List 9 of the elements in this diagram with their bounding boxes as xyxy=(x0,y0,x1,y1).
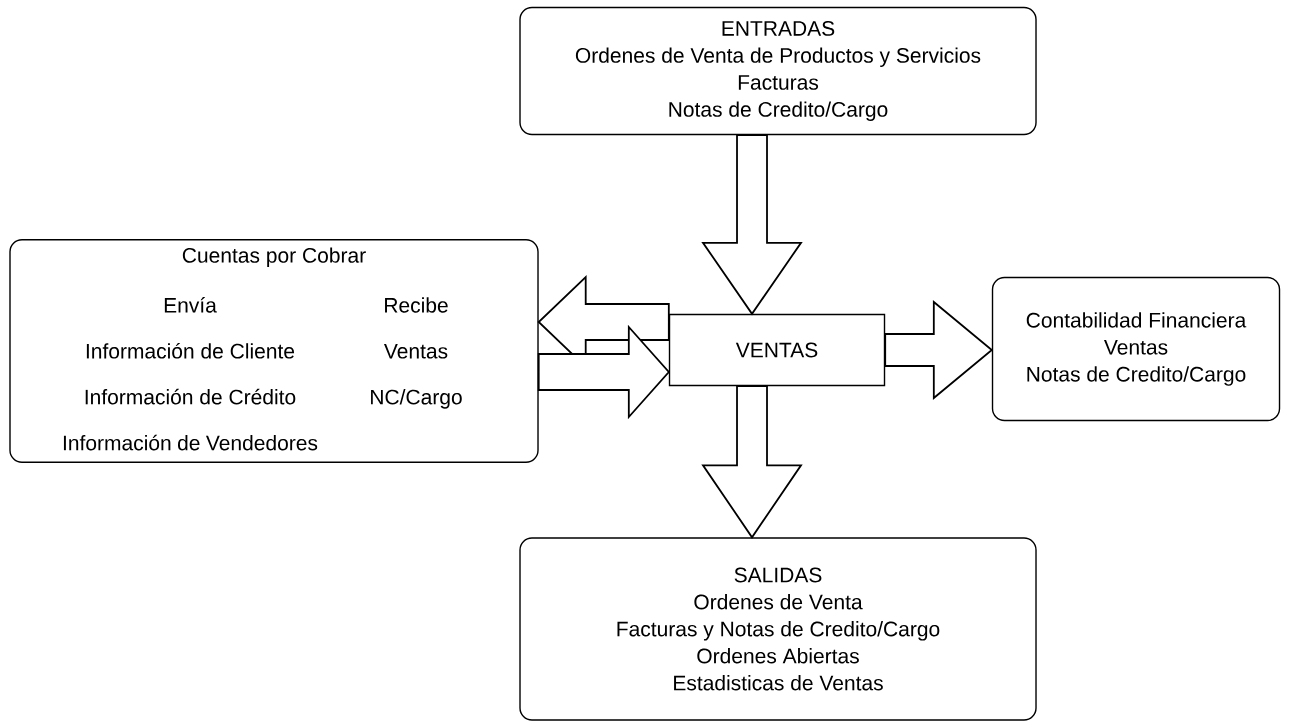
process-box: VENTAS xyxy=(668,313,886,387)
block-arrow xyxy=(537,324,670,420)
block-arrow xyxy=(884,300,994,400)
block-arrow xyxy=(701,385,803,539)
process-box: ENTRADAS Ordenes de Venta de Productos y Servicios Facturas Notas de Credito/Cargo xyxy=(519,6,1037,136)
block-arrow xyxy=(701,134,803,316)
process-box: Cuentas por Cobrar Envía Recibe Información de Cliente Ventas Información de Crédito NC/Cargo Información de Vendedores xyxy=(9,239,539,463)
process-box: Contabilidad Financiera Ventas Notas de Credito/Cargo xyxy=(991,276,1281,422)
process-box: SALIDAS Ordenes de Venta Facturas y Notas de Credito/Cargo Ordenes Abiertas Estadisticas de Ventas xyxy=(519,537,1037,721)
